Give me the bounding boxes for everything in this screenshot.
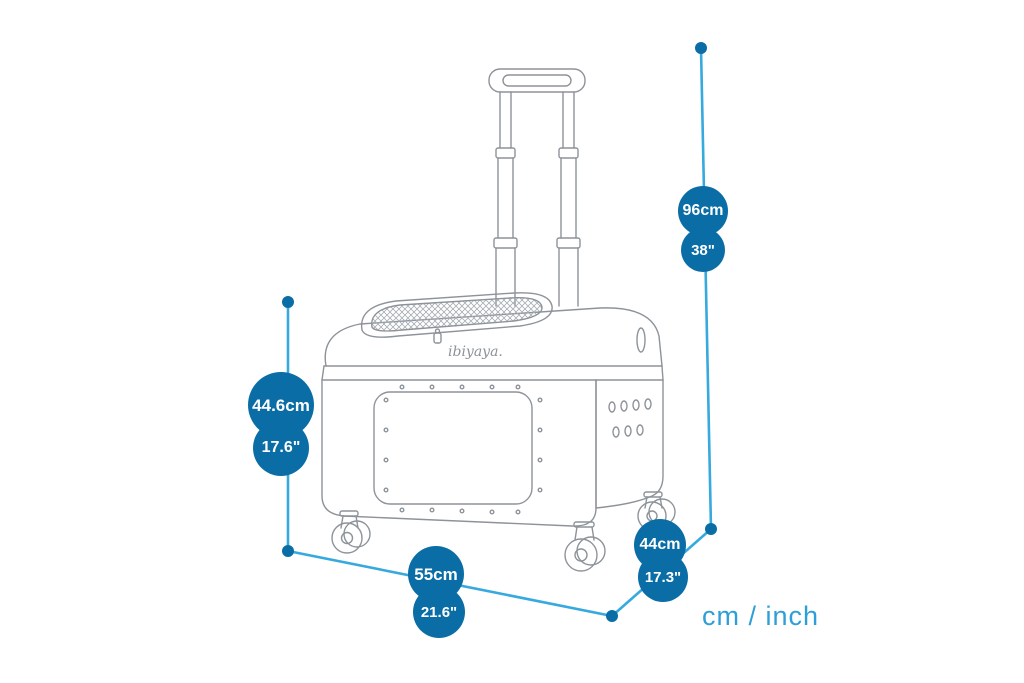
dimension-endpoint-dot <box>282 545 294 557</box>
badge-depth-cm: 44cm <box>634 519 686 571</box>
dimension-endpoint-dot <box>282 296 294 308</box>
dimension-endpoint-dot <box>695 42 707 54</box>
carrier-body <box>321 379 664 527</box>
zipper-pull-icon <box>433 332 442 344</box>
vent-holes <box>608 398 652 438</box>
front-window <box>373 384 543 515</box>
unit-legend: cm / inch <box>702 601 820 631</box>
badge-carrier-height-cm: 44.6cm <box>248 372 314 438</box>
badge-total-height-cm: 96cm <box>678 186 728 236</box>
carrier-lid <box>321 292 664 381</box>
badge-width-cm: 55cm <box>408 546 464 602</box>
dimension-endpoint-dot <box>705 523 717 535</box>
handle-grip <box>488 68 586 93</box>
dimension-line-total-height <box>699 46 713 531</box>
telescopic-handle <box>488 68 586 307</box>
brand-logo: ibiyaya. <box>448 344 503 360</box>
window-rivets <box>383 384 543 515</box>
mesh-zipper-outline <box>360 292 553 338</box>
side-handle-slot <box>636 327 646 353</box>
handle-grip-slot <box>502 74 572 87</box>
dimension-endpoint-dot <box>606 610 618 622</box>
mesh-panel <box>371 297 543 332</box>
trolley-drawing: ibiyaya. <box>321 68 676 572</box>
